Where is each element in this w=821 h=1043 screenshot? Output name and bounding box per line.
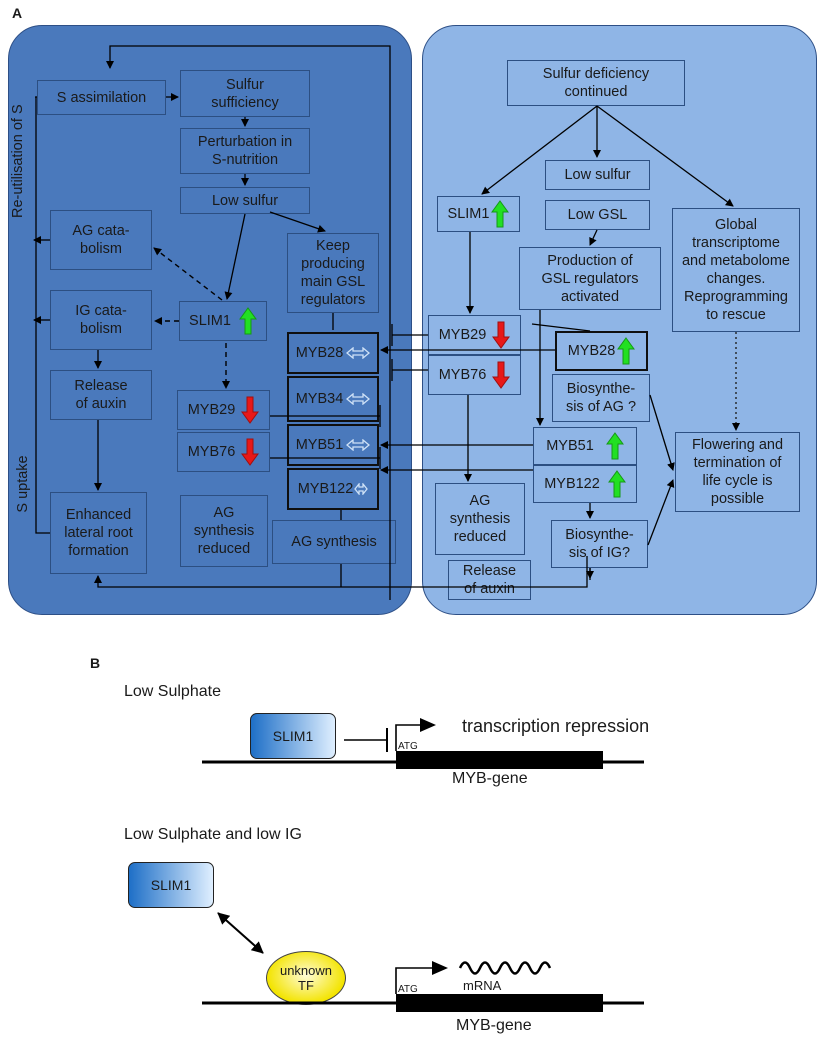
global-changes-box: Global transcriptome and metabolome chan… [672, 208, 800, 332]
myb51-right-label: MYB51 [546, 438, 594, 454]
myb122-right-label: MYB122 [544, 476, 600, 492]
atg-label-2: ATG [398, 984, 418, 995]
myb-gene-label-1: MYB-gene [452, 770, 528, 787]
myb29-right-label: MYB29 [438, 327, 487, 343]
biosynthesis-ig-box: Biosynthe- sis of IG? [551, 520, 648, 568]
sulfur-sufficiency-box: Sulfur sufficiency [180, 70, 310, 117]
flowering-box: Flowering and termination of life cycle … [675, 432, 800, 512]
myb34-left-label: MYB34 [295, 391, 344, 407]
double-arrow-icon [346, 439, 371, 451]
ag-synthesis-reduced-right-box: AG synthesis reduced [435, 483, 525, 555]
low-sulfur-left-box: Low sulfur [180, 187, 310, 214]
slim1-protein-2: SLIM1 [128, 862, 214, 908]
panel-b-label: B [90, 655, 101, 671]
myb34-left-box: MYB34 [287, 376, 379, 422]
release-auxin-left-box: Release of auxin [50, 370, 152, 420]
myb122-left-box: MYB122 [287, 468, 379, 510]
transcription-repression-label: transcription repression [462, 716, 650, 736]
low-sulfur-right-box: Low sulfur [545, 160, 650, 190]
mrna-label: mRNA [463, 978, 502, 993]
myb29-left-label: MYB29 [187, 402, 236, 418]
double-arrow-icon [346, 347, 371, 359]
sulfur-deficiency-box: Sulfur deficiency continued [507, 60, 685, 106]
slim1-right-box: SLIM1 [437, 196, 520, 232]
production-gsl-box: Production of GSL regulators activated [519, 247, 661, 310]
ag-synthesis-box: AG synthesis [272, 520, 396, 564]
enhanced-root-box: Enhanced lateral root formation [50, 492, 147, 574]
down-arrow-icon [241, 396, 260, 424]
myb28-right-label: MYB28 [567, 343, 616, 359]
down-arrow-icon [241, 438, 260, 466]
myb51-right-box: MYB51 [533, 427, 637, 465]
myb122-right-box: MYB122 [533, 465, 637, 503]
keep-producing-box: Keep producing main GSL regulators [287, 233, 379, 313]
double-arrow-icon [346, 393, 371, 405]
low-gsl-box: Low GSL [545, 200, 650, 230]
down-arrow-icon [492, 321, 511, 349]
s-assimilation-box: S assimilation [37, 80, 166, 115]
myb76-left-box: MYB76 [177, 432, 270, 472]
ig-catabolism-box: IG cata- bolism [50, 290, 152, 350]
myb51-left-label: MYB51 [295, 437, 344, 453]
myb76-right-label: MYB76 [438, 367, 487, 383]
up-arrow-icon [607, 470, 626, 498]
perturbation-box: Perturbation in S-nutrition [180, 128, 310, 174]
myb29-left-box: MYB29 [177, 390, 270, 430]
unknown-tf-ellipse: unknown TF [266, 951, 346, 1005]
slim1-right-label: SLIM1 [447, 206, 490, 222]
myb28-left-box: MYB28 [287, 332, 379, 374]
up-arrow-icon [605, 432, 624, 460]
slim1-left-label: SLIM1 [189, 313, 231, 329]
biosynthesis-ag-box: Biosynthe- sis of AG ? [552, 374, 650, 422]
myb76-left-label: MYB76 [187, 444, 236, 460]
panel-a-label: A [12, 5, 23, 21]
double-arrow-icon [354, 483, 369, 495]
myb76-right-box: MYB76 [428, 355, 521, 395]
scenario2-title: Low Sulphate and low IG [124, 826, 302, 843]
myb28-left-label: MYB28 [295, 345, 344, 361]
down-arrow-icon [492, 361, 511, 389]
ag-catabolism-box: AG cata- bolism [50, 210, 152, 270]
up-arrow-icon [617, 337, 636, 365]
up-arrow-icon [491, 200, 510, 228]
myb-gene-label-2: MYB-gene [456, 1017, 532, 1034]
release-auxin-right-box: Release of auxin [448, 560, 531, 600]
myb28-right-box: MYB28 [555, 331, 648, 371]
atg-label-1: ATG [398, 741, 418, 752]
myb51-left-box: MYB51 [287, 424, 379, 466]
up-arrow-icon [238, 307, 257, 335]
myb122-left-label: MYB122 [297, 481, 354, 497]
ag-synthesis-reduced-left-box: AG synthesis reduced [180, 495, 268, 567]
slim1-protein-1: SLIM1 [250, 713, 336, 759]
scenario1-title: Low Sulphate [124, 683, 221, 700]
slim1-left-box: SLIM1 [179, 301, 267, 341]
myb29-right-box: MYB29 [428, 315, 521, 355]
